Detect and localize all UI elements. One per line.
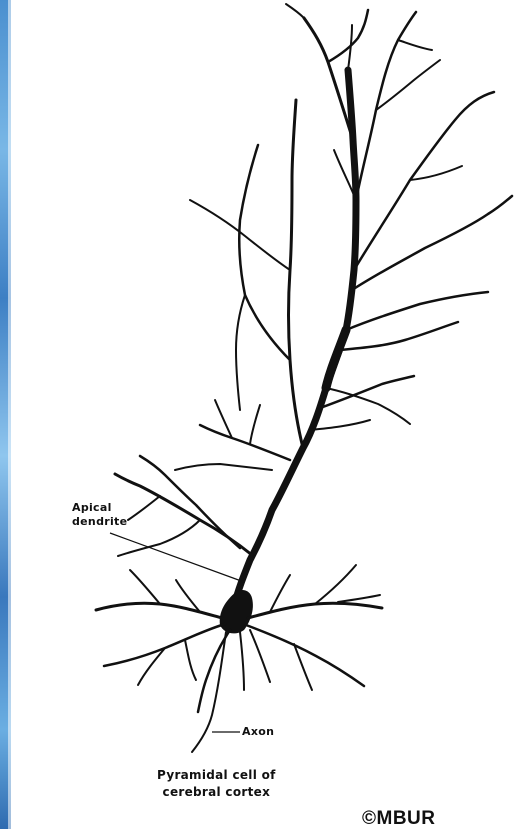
apical-leader-line — [110, 533, 244, 582]
axon — [192, 632, 226, 752]
apical-label-line-1: Apical — [72, 501, 132, 515]
apical-label-line-2: dendrite — [72, 515, 132, 529]
apical-dendrite-trunk-taper — [326, 330, 346, 388]
copyright-watermark: ©MBUR — [362, 808, 436, 830]
apical-dendrite-label: Apical dendrite — [72, 501, 132, 529]
caption-line-1: Pyramidal cell of — [157, 767, 276, 784]
axon-label: Axon — [242, 725, 274, 739]
diagram-caption: Pyramidal cell of cerebral cortex — [157, 767, 276, 801]
apical-dendrite-trunk — [234, 70, 356, 606]
caption-line-2: cerebral cortex — [157, 784, 276, 801]
apical-branches — [115, 4, 512, 556]
